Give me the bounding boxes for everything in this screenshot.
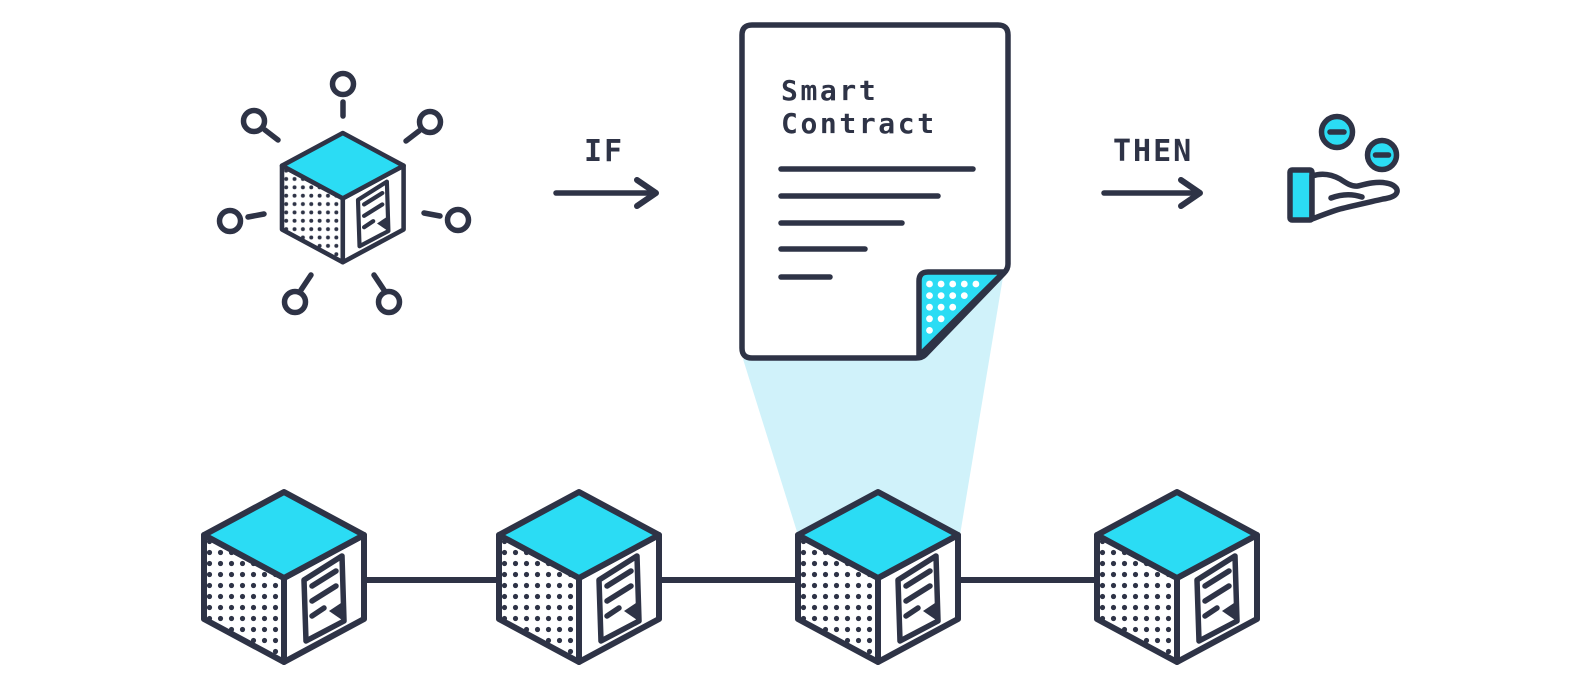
right-arrow-icon	[553, 177, 659, 209]
right-arrow-icon	[1101, 177, 1203, 209]
network-node-circle	[416, 108, 444, 136]
blockchain-block-4	[1097, 492, 1257, 662]
network-center-block	[282, 133, 404, 262]
blockchain-block-1	[204, 492, 364, 662]
sleeve-cuff	[1287, 167, 1315, 223]
then-label: THEN	[1113, 134, 1193, 169]
network-node-circle	[444, 206, 472, 234]
if-label: IF	[584, 134, 624, 169]
fold-dots	[926, 280, 980, 334]
blockchain-block-2	[499, 492, 659, 662]
then-flow: THEN	[1101, 134, 1203, 209]
arrow-head	[634, 177, 659, 209]
node-link	[298, 272, 314, 293]
smart-contract-document: Smart Contract	[739, 22, 1011, 361]
page-fold	[916, 269, 1007, 359]
arrow-head	[1178, 177, 1203, 209]
network-node-circle	[375, 288, 403, 316]
document-ruled-lines	[778, 166, 976, 280]
document-title-line2: Contract	[781, 107, 937, 140]
node-link	[245, 211, 267, 220]
node-link	[262, 127, 281, 143]
node-link	[421, 210, 443, 219]
network-block-icon	[216, 70, 472, 316]
network-node-links	[245, 99, 443, 293]
document-title-line1: Smart	[781, 74, 878, 107]
hand-receiving-coins-icon	[1287, 113, 1400, 223]
network-node-circle	[281, 288, 309, 316]
coin-icon-2	[1364, 137, 1400, 173]
if-flow: IF	[553, 134, 659, 209]
node-link	[403, 128, 422, 144]
node-link	[371, 272, 387, 293]
network-node-circle	[240, 107, 268, 135]
blockchain-chain	[204, 492, 1257, 662]
network-node-circle	[329, 70, 357, 98]
coin-icon-1	[1318, 113, 1356, 151]
thumb-line	[1328, 192, 1365, 201]
network-nodes	[216, 70, 472, 316]
network-node-circle	[216, 207, 244, 235]
